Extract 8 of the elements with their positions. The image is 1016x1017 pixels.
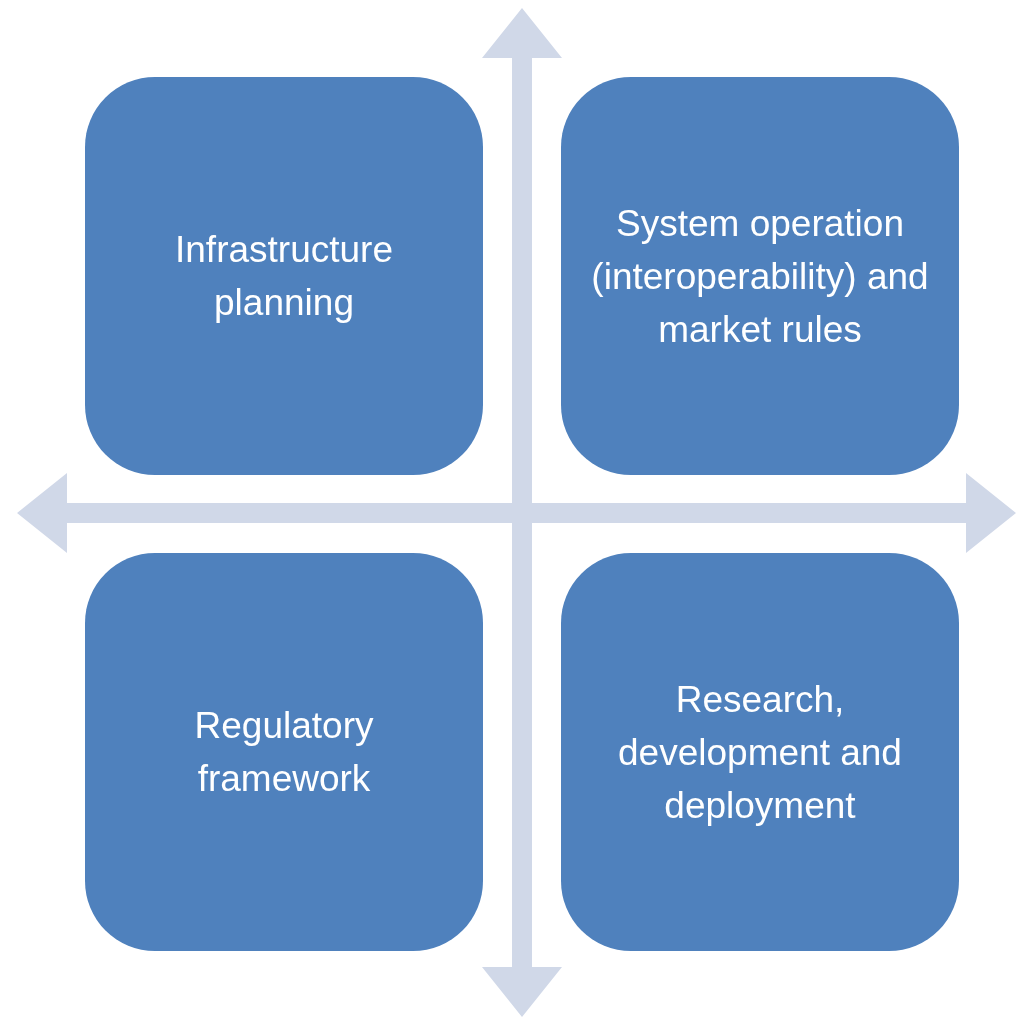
rounded-box bbox=[85, 77, 483, 475]
box-label: Research, development and deployment bbox=[617, 677, 903, 828]
box-label: Regulatory framework bbox=[193, 704, 375, 801]
box-label: Infrastructure planning bbox=[174, 228, 394, 325]
rounded-box bbox=[561, 77, 959, 475]
rounded-box bbox=[561, 553, 959, 951]
rounded-box bbox=[85, 553, 483, 951]
box-label: System operation (interoperability) and market rules bbox=[590, 201, 930, 352]
